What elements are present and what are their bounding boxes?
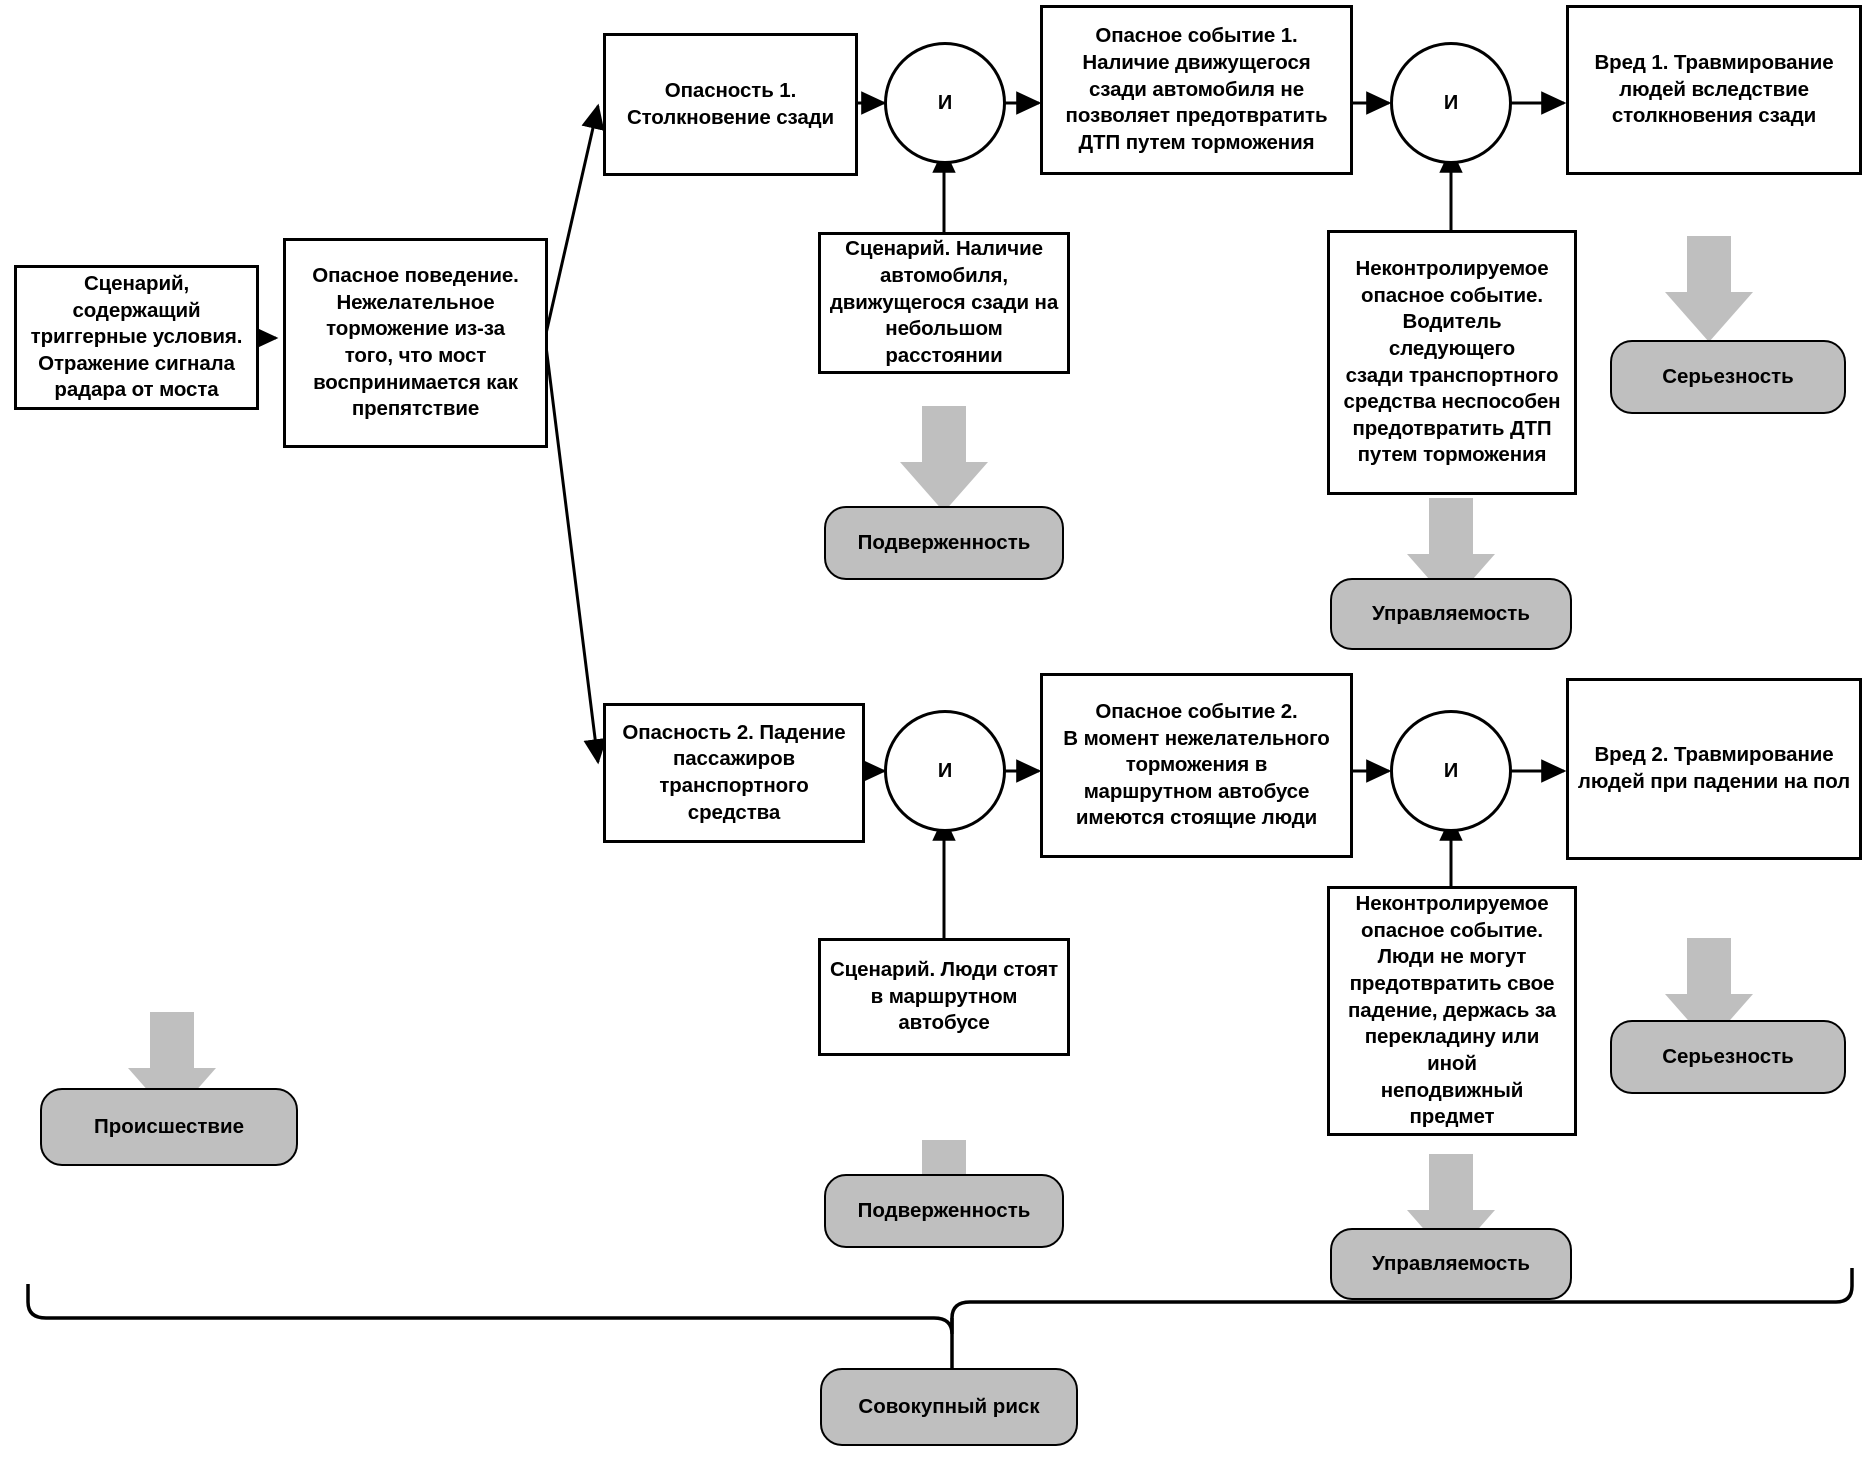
uncontrolled-event-2-label: Неконтролируемое опасное событие. Люди н… xyxy=(1348,892,1556,1129)
harm-1-box[interactable]: Вред 1. Травмирование людей вследствие с… xyxy=(1566,5,1862,175)
metric-controllability-2[interactable]: Управляемость xyxy=(1330,1228,1572,1300)
hazardous-behavior-label: Опасное поведение. Нежелательное торможе… xyxy=(312,264,519,421)
total-risk-bracket xyxy=(26,1268,1854,1368)
uncontrolled-event-1-box[interactable]: Неконтролируемое опасное событие. Водите… xyxy=(1327,230,1577,495)
metric-exposure-2[interactable]: Подверженность xyxy=(824,1174,1064,1248)
and-gate-1a[interactable]: И xyxy=(884,42,1006,164)
metric-severity-1-label: Серьезность xyxy=(1662,365,1794,388)
metric-exposure-1-label: Подверженность xyxy=(857,531,1031,554)
metric-exposure-2-label: Подверженность xyxy=(857,1199,1031,1222)
metric-exposure-1[interactable]: Подверженность xyxy=(824,506,1064,580)
metric-incident[interactable]: Происшествие xyxy=(40,1088,298,1166)
and-gate-2a-label: И xyxy=(937,759,953,782)
harm-1-label: Вред 1. Травмирование людей вследствие с… xyxy=(1594,51,1834,128)
harm-2-label: Вред 2. Травмирование людей при падении … xyxy=(1577,743,1851,793)
hazardous-event-1-label: Опасное событие 1. Наличие движущегося с… xyxy=(1065,24,1328,154)
metric-controllability-1[interactable]: Управляемость xyxy=(1330,578,1572,650)
metric-incident-label: Происшествие xyxy=(93,1115,245,1138)
hazard-2-box[interactable]: Опасность 2. Падение пассажиров транспор… xyxy=(603,703,865,843)
metric-severity-1[interactable]: Серьезность xyxy=(1610,340,1846,414)
metric-controllability-1-label: Управляемость xyxy=(1372,602,1530,625)
trigger-scenario-box[interactable]: Сценарий, содержащий триггерные условия.… xyxy=(14,265,259,410)
metric-total-risk-label: Совокупный риск xyxy=(858,1395,1040,1418)
hazardous-event-2-box[interactable]: Опасное событие 2. В момент нежелательно… xyxy=(1040,673,1353,858)
metric-severity-2[interactable]: Серьезность xyxy=(1610,1020,1846,1094)
hazardous-behavior-box[interactable]: Опасное поведение. Нежелательное торможе… xyxy=(283,238,548,448)
and-gate-1b[interactable]: И xyxy=(1390,42,1512,164)
uncontrolled-event-1-label: Неконтролируемое опасное событие. Водите… xyxy=(1343,256,1561,467)
hazardous-event-1-box[interactable]: Опасное событие 1. Наличие движущегося с… xyxy=(1040,5,1353,175)
hazard-2-label: Опасность 2. Падение пассажиров транспор… xyxy=(622,720,846,824)
scenario-2-box[interactable]: Сценарий. Люди стоят в маршрутном автобу… xyxy=(818,938,1070,1056)
metric-total-risk[interactable]: Совокупный риск xyxy=(820,1368,1078,1446)
metric-severity-2-label: Серьезность xyxy=(1662,1045,1794,1068)
arrow-exposure-1 xyxy=(900,406,988,512)
hazardous-event-2-label: Опасное событие 2. В момент нежелательно… xyxy=(1063,699,1330,830)
uncontrolled-event-2-box[interactable]: Неконтролируемое опасное событие. Люди н… xyxy=(1327,886,1577,1136)
hazard-1-box[interactable]: Опасность 1. Столкновение сзади xyxy=(603,33,858,176)
and-gate-2a[interactable]: И xyxy=(884,710,1006,832)
metric-controllability-2-label: Управляемость xyxy=(1372,1252,1530,1275)
scenario-2-label: Сценарий. Люди стоят в маршрутном автобу… xyxy=(829,958,1059,1035)
harm-2-box[interactable]: Вред 2. Травмирование людей при падении … xyxy=(1566,678,1862,860)
scenario-1-box[interactable]: Сценарий. Наличие автомобиля, движущегос… xyxy=(818,232,1070,374)
and-gate-2b[interactable]: И xyxy=(1390,710,1512,832)
scenario-1-label: Сценарий. Наличие автомобиля, движущегос… xyxy=(829,237,1059,367)
and-gate-1b-label: И xyxy=(1443,91,1459,114)
arrow-severity-1 xyxy=(1665,236,1753,342)
hazard-1-label: Опасность 1. Столкновение сзади xyxy=(626,78,835,129)
and-gate-1a-label: И xyxy=(937,91,953,114)
trigger-scenario-label: Сценарий, содержащий триггерные условия.… xyxy=(30,271,243,402)
and-gate-2b-label: И xyxy=(1443,759,1459,782)
